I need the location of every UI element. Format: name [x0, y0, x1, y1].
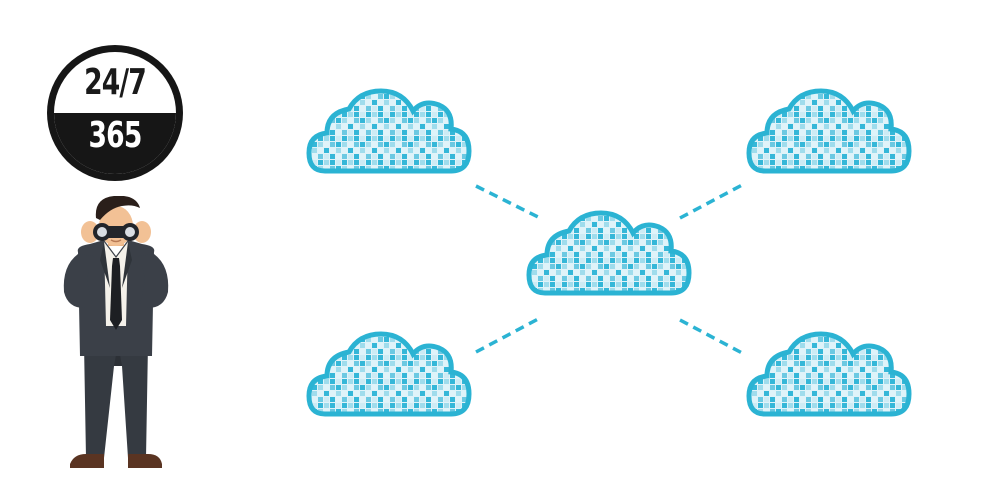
- cloud-icon: [529, 213, 689, 293]
- badge-top-text: 24/7: [84, 62, 147, 103]
- cloud-icon: [749, 334, 909, 414]
- cloud-icon: [309, 334, 469, 414]
- connector-top-left: [475, 184, 541, 220]
- person-with-binoculars-icon: [63, 196, 169, 468]
- clock-availability-badge-icon: [47, 45, 183, 181]
- connector-bottom-right: [679, 318, 745, 356]
- cloud-icon: [309, 91, 469, 171]
- badge-bottom-text: 365: [88, 115, 143, 156]
- connector-bottom-left: [475, 316, 541, 354]
- availability-badge: 24/7 365: [44, 42, 186, 184]
- cloud-icon: [749, 91, 909, 171]
- connector-top-right: [679, 182, 745, 220]
